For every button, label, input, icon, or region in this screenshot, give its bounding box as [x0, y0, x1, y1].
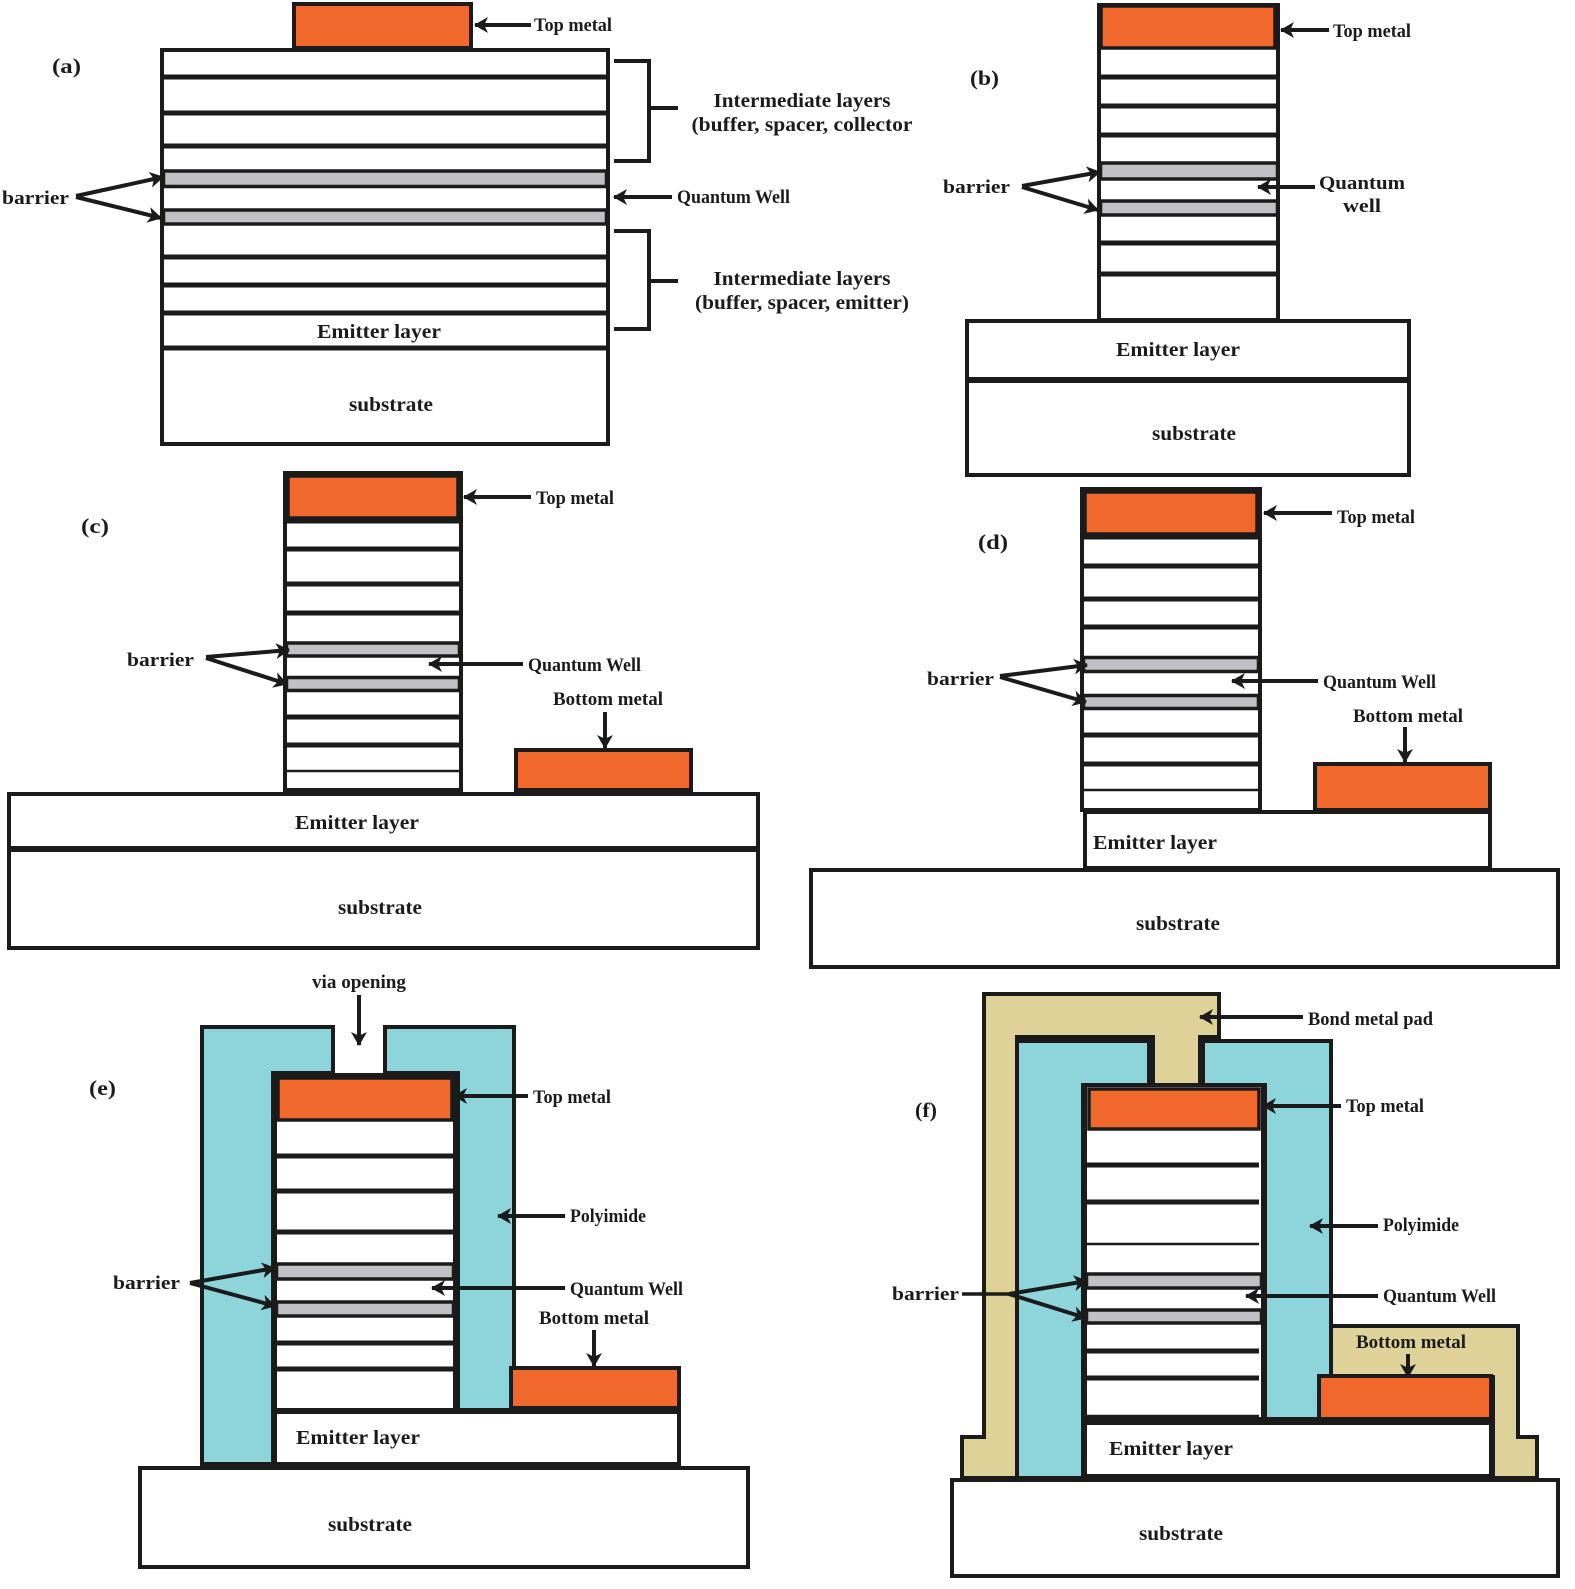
svg-text:(b): (b): [970, 66, 999, 90]
svg-text:(d): (d): [978, 530, 1008, 554]
svg-text:Emitter layer: Emitter layer: [1093, 832, 1217, 854]
svg-text:substrate: substrate: [328, 1514, 412, 1536]
svg-text:Emitter layer: Emitter layer: [295, 812, 419, 834]
svg-text:Emitter layer: Emitter layer: [317, 321, 441, 343]
svg-text:substrate: substrate: [338, 897, 422, 919]
svg-text:well: well: [1343, 196, 1381, 217]
svg-text:Emitter layer: Emitter layer: [1116, 339, 1240, 361]
svg-text:via opening: via opening: [312, 972, 406, 993]
svg-text:Bottom metal: Bottom metal: [1353, 706, 1463, 727]
svg-text:Bottom metal: Bottom metal: [553, 689, 663, 710]
svg-text:Quantum: Quantum: [1319, 173, 1405, 194]
svg-text:Quantum Well: Quantum Well: [528, 655, 641, 676]
svg-text:Top metal: Top metal: [1346, 1096, 1424, 1117]
svg-text:substrate: substrate: [1136, 913, 1220, 935]
svg-text:Polyimide: Polyimide: [1383, 1215, 1459, 1236]
svg-text:substrate: substrate: [1152, 423, 1236, 445]
svg-text:(buffer, spacer, emitter): (buffer, spacer, emitter): [695, 292, 909, 314]
svg-text:Top metal: Top metal: [1337, 507, 1415, 528]
svg-text:(c): (c): [81, 514, 109, 538]
svg-text:barrier: barrier: [2, 188, 70, 209]
svg-text:(e): (e): [89, 1076, 116, 1100]
svg-text:barrier: barrier: [892, 1284, 960, 1305]
svg-text:substrate: substrate: [1139, 1523, 1223, 1545]
svg-text:barrier: barrier: [927, 669, 995, 690]
svg-text:Bottom metal: Bottom metal: [1356, 1332, 1466, 1353]
svg-text:barrier: barrier: [113, 1273, 181, 1294]
svg-text:Quantum Well: Quantum Well: [1323, 672, 1436, 693]
svg-text:barrier: barrier: [127, 650, 195, 671]
svg-text:Intermediate layers: Intermediate layers: [714, 90, 891, 112]
svg-text:Emitter layer: Emitter layer: [1109, 1438, 1233, 1460]
svg-text:Polyimide: Polyimide: [570, 1206, 646, 1227]
svg-text:(a): (a): [52, 54, 81, 78]
svg-text:Quantum Well: Quantum Well: [1383, 1286, 1496, 1307]
svg-text:Top metal: Top metal: [533, 1087, 611, 1108]
svg-text:Top metal: Top metal: [534, 15, 612, 36]
svg-text:(buffer, spacer, collector: (buffer, spacer, collector: [692, 114, 913, 136]
svg-text:Bottom metal: Bottom metal: [539, 1308, 649, 1329]
svg-text:Quantum Well: Quantum Well: [570, 1279, 683, 1300]
svg-text:Top metal: Top metal: [1333, 21, 1411, 42]
svg-text:substrate: substrate: [349, 394, 433, 416]
svg-text:Emitter layer: Emitter layer: [296, 1427, 420, 1449]
svg-text:Quantum Well: Quantum Well: [677, 187, 790, 208]
svg-text:Intermediate layers: Intermediate layers: [714, 268, 891, 290]
svg-text:barrier: barrier: [943, 177, 1011, 198]
svg-text:(f): (f): [915, 1098, 937, 1122]
svg-text:Top metal: Top metal: [536, 488, 614, 509]
svg-text:Bond metal pad: Bond metal pad: [1308, 1009, 1433, 1030]
